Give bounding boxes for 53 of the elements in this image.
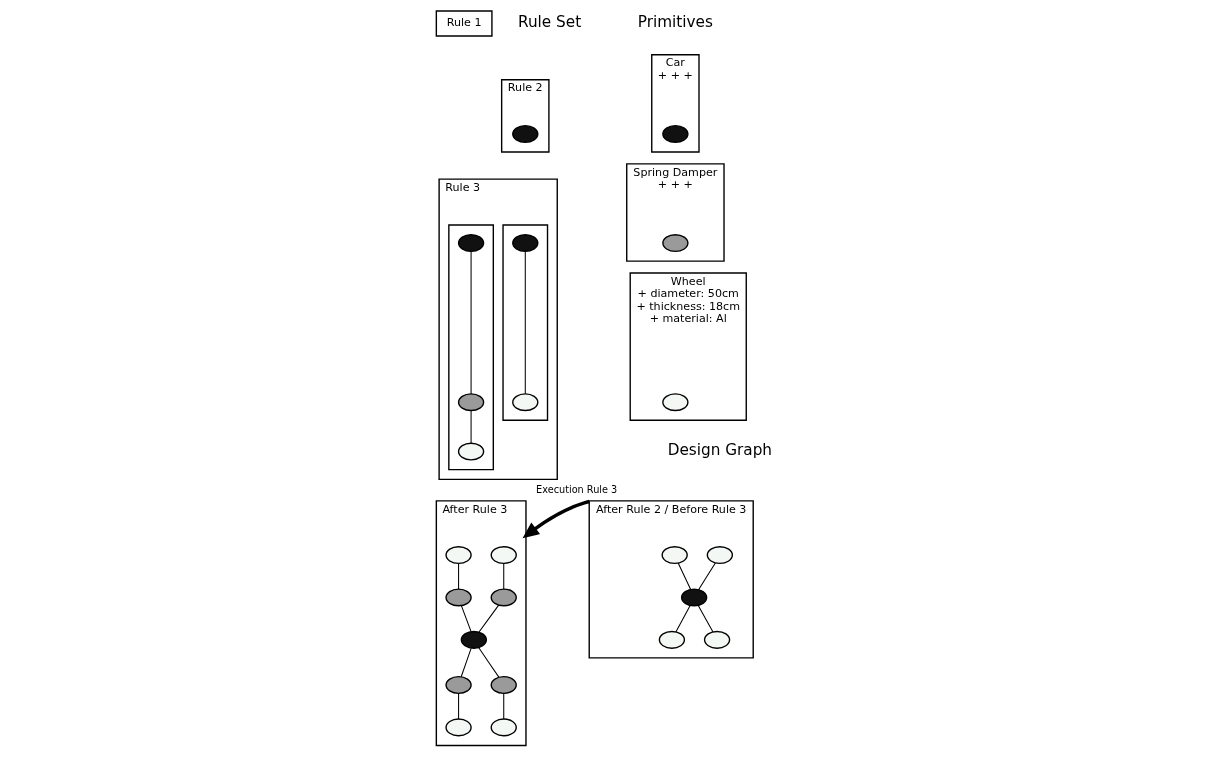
- connector: [470, 410, 472, 444]
- node-circle: [703, 630, 731, 649]
- connector: [460, 647, 472, 678]
- node-circle: [512, 124, 539, 143]
- node-circle: [680, 588, 708, 607]
- connector: [478, 604, 500, 633]
- node-circle: [490, 675, 517, 695]
- node-circle: [661, 546, 688, 565]
- connector: [675, 604, 691, 633]
- node-circle: [460, 630, 488, 649]
- connector: [503, 692, 505, 720]
- cluster: After Rule 3: [435, 500, 527, 747]
- node-circle: [662, 393, 689, 412]
- node-circle: [658, 630, 686, 649]
- connector: [458, 692, 460, 720]
- cluster: Wheel + diameter: 50cm + thickness: 18cm + material: Al: [629, 272, 747, 421]
- node-circle: [445, 588, 472, 607]
- cluster: Rule 2: [500, 79, 550, 153]
- cluster: [502, 224, 549, 421]
- node-circle: [457, 393, 485, 412]
- node-circle: [512, 234, 539, 253]
- node-circle: [490, 546, 517, 565]
- node-circle: [490, 718, 517, 737]
- cluster: Spring Damper + + +: [626, 163, 725, 262]
- connector: [677, 562, 692, 590]
- connector: [460, 605, 472, 633]
- connector: [458, 562, 460, 590]
- arrow: [522, 499, 590, 539]
- node-circle: [706, 546, 734, 565]
- node-circle: [445, 675, 472, 695]
- node-circle: [445, 546, 472, 565]
- node-circle: [457, 442, 485, 461]
- edge-label: Execution Rule 3: [536, 483, 618, 495]
- cluster: Rule 3: [438, 178, 558, 481]
- connector: [524, 251, 526, 395]
- connector: [697, 604, 714, 633]
- label: Primitives: [637, 13, 713, 32]
- node-circle: [512, 393, 539, 412]
- cluster: Car + + +: [651, 54, 700, 153]
- cluster: [448, 224, 494, 471]
- node-circle: [662, 234, 689, 253]
- node-circle: [457, 234, 485, 253]
- connector: [698, 562, 716, 590]
- connector: [470, 251, 472, 395]
- node-circle: [445, 718, 472, 737]
- node-box: Rule 1: [435, 10, 493, 37]
- label: Design Graph: [667, 441, 773, 460]
- connector: [503, 562, 505, 590]
- node-circle: [662, 124, 689, 143]
- node-circle: [490, 588, 517, 607]
- connector: [478, 647, 500, 678]
- label: Rule Set: [518, 13, 582, 32]
- cluster: After Rule 2 / Before Rule 3: [588, 500, 754, 659]
